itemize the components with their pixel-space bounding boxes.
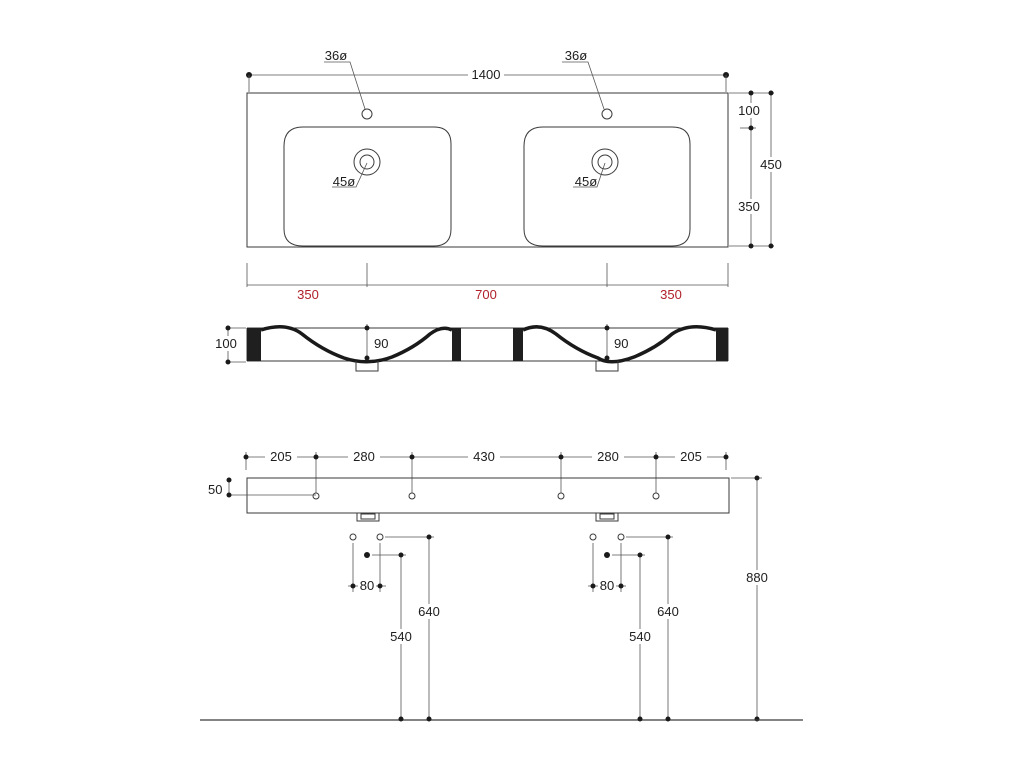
dim-left-pipe-spacing: 80: [360, 578, 374, 593]
dim-endpoint: [768, 90, 774, 96]
dim-endpoint: [377, 583, 383, 589]
waste-outlet: [604, 552, 610, 558]
section-bowl-left-profile: [260, 325, 453, 364]
dim-endpoint: [637, 552, 643, 558]
section-block-right: [716, 328, 728, 361]
dim-right-pipe-spacing: 80: [600, 578, 614, 593]
dim-endpoint: [604, 355, 610, 361]
dim-endpoint: [618, 583, 624, 589]
dim-endpoint: [754, 475, 760, 481]
basin-outline: [246, 92, 729, 248]
dim-endpoint: [226, 492, 232, 498]
fixing-hole: [652, 492, 660, 500]
dim-endpoint: [665, 534, 671, 540]
drain-left-inner: [359, 154, 375, 170]
section-block-left: [247, 328, 261, 361]
dim-endpoint: [398, 552, 404, 558]
dim-endpoint: [225, 325, 231, 331]
front-drain-right: [595, 513, 619, 522]
section-block-mid-right: [513, 328, 523, 361]
dim-endpoint: [665, 716, 671, 722]
dim-bowl-depth-right: 90: [614, 336, 628, 351]
supply-hole: [589, 533, 597, 541]
dim-endpoint: [590, 583, 596, 589]
supply-hole: [376, 533, 384, 541]
dim-endpoint: [409, 454, 415, 460]
dim-seg-middle: 700: [475, 287, 497, 302]
dim-endpoint: [754, 716, 760, 722]
dim-endpoint: [558, 454, 564, 460]
dim-right-supply-height: 640: [657, 604, 679, 619]
dim-gap-5: 205: [680, 449, 702, 464]
front-view: 205 280 430 280 205 50 880: [200, 449, 803, 722]
dim-endpoint: [226, 477, 232, 483]
dim-width-total: 1400: [472, 67, 501, 82]
dim-endpoint: [748, 90, 754, 96]
dim-offset-top: 100: [738, 103, 760, 118]
drain-right-inner: [597, 154, 613, 170]
dim-endpoint: [768, 243, 774, 249]
dim-fixing-height: 50: [208, 482, 222, 497]
dim-endpoint: [748, 125, 754, 131]
dim-left-drain-height: 540: [390, 629, 412, 644]
supply-hole: [349, 533, 357, 541]
label-tap-hole-right: 36ø: [565, 48, 587, 63]
dim-seg-left: 350: [297, 287, 319, 302]
dim-bowl-depth-left: 90: [374, 336, 388, 351]
section-drain-left: [355, 361, 379, 372]
dim-endpoint: [225, 359, 231, 365]
dim-gap-2: 280: [353, 449, 375, 464]
dim-endpoint: [313, 454, 319, 460]
section-view: 100 90 90: [210, 324, 729, 372]
waste-outlet: [364, 552, 370, 558]
dim-total-height: 880: [746, 570, 768, 585]
pipe-group-left: 80 540 640: [348, 533, 444, 722]
dim-gap-4: 280: [597, 449, 619, 464]
supply-hole: [617, 533, 625, 541]
dim-endpoint: [604, 325, 610, 331]
dim-gap-1: 205: [270, 449, 292, 464]
dim-endpoint: [364, 325, 370, 331]
dim-endpoint: [637, 716, 643, 722]
dim-seg-right: 350: [660, 287, 682, 302]
fixing-hole: [312, 492, 320, 500]
dim-endpoint: [723, 454, 729, 460]
fixing-hole: [557, 492, 565, 500]
dim-bowl-depth: 350: [738, 199, 760, 214]
plan-view: 1400 36ø 36ø 45ø 45ø 100 350 450 3: [246, 48, 785, 302]
dim-endpoint: [748, 243, 754, 249]
dim-gap-3: 430: [473, 449, 495, 464]
section-drain-right: [595, 361, 619, 372]
section-block-mid-left: [452, 328, 461, 361]
tap-hole-right: [601, 108, 613, 120]
dim-endpoint: [426, 716, 432, 722]
dim-endpoint: [350, 583, 356, 589]
section-bowl-right-profile: [522, 325, 717, 364]
front-drain-left: [356, 513, 380, 522]
dim-endpoint: [653, 454, 659, 460]
label-drain-right: 45ø: [575, 174, 597, 189]
dim-endpoint: [398, 716, 404, 722]
label-tap-hole-left: 36ø: [325, 48, 347, 63]
pipe-group-right: 80 540 640: [588, 533, 683, 722]
dim-right-drain-height: 540: [629, 629, 651, 644]
dim-section-height: 100: [215, 336, 237, 351]
dim-depth-total: 450: [760, 157, 782, 172]
dim-endpoint: [426, 534, 432, 540]
front-basin-outline: [246, 477, 730, 514]
dim-endpoint: [364, 355, 370, 361]
bowl-right-outline: [523, 126, 691, 247]
tap-hole-left: [361, 108, 373, 120]
label-drain-left: 45ø: [333, 174, 355, 189]
dim-endpoint: [243, 454, 249, 460]
fixing-hole: [408, 492, 416, 500]
dim-left-supply-height: 640: [418, 604, 440, 619]
bowl-left-outline: [283, 126, 452, 247]
